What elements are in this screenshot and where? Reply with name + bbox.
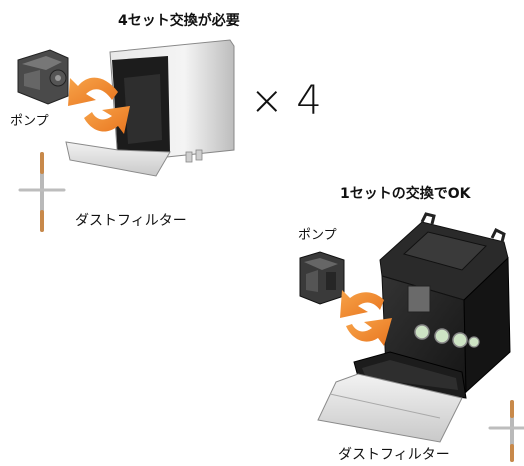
pump-small-icon bbox=[17, 49, 69, 105]
right-panel-title: 1セットの交換でOK bbox=[340, 186, 471, 202]
dust-filter-right-icon bbox=[488, 400, 524, 462]
small-unit bbox=[65, 39, 235, 177]
pump-label-right: ポンプ bbox=[298, 228, 337, 243]
multiplier-label: × 4 bbox=[250, 78, 322, 124]
left-panel-title: 4セット交換が必要 bbox=[118, 13, 240, 29]
large-unit bbox=[317, 212, 511, 443]
filter-label-right: ダストフィルター bbox=[338, 447, 450, 463]
filter-label-left: ダストフィルター bbox=[75, 213, 187, 229]
dust-filter-left-icon bbox=[18, 152, 66, 232]
pump-label-left: ポンプ bbox=[10, 114, 49, 129]
pump-large-icon bbox=[299, 251, 345, 305]
swap-arrow-right-icon bbox=[340, 290, 392, 346]
swap-arrow-left-icon bbox=[68, 77, 130, 134]
